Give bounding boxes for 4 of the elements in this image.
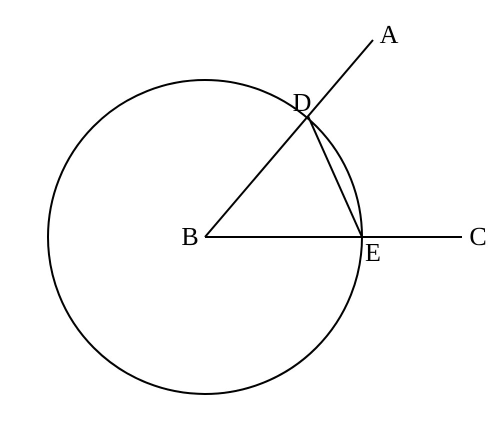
- point-label: C: [469, 224, 487, 250]
- point-label: E: [365, 240, 381, 266]
- point-label: B: [181, 224, 199, 250]
- point-label: A: [380, 22, 398, 48]
